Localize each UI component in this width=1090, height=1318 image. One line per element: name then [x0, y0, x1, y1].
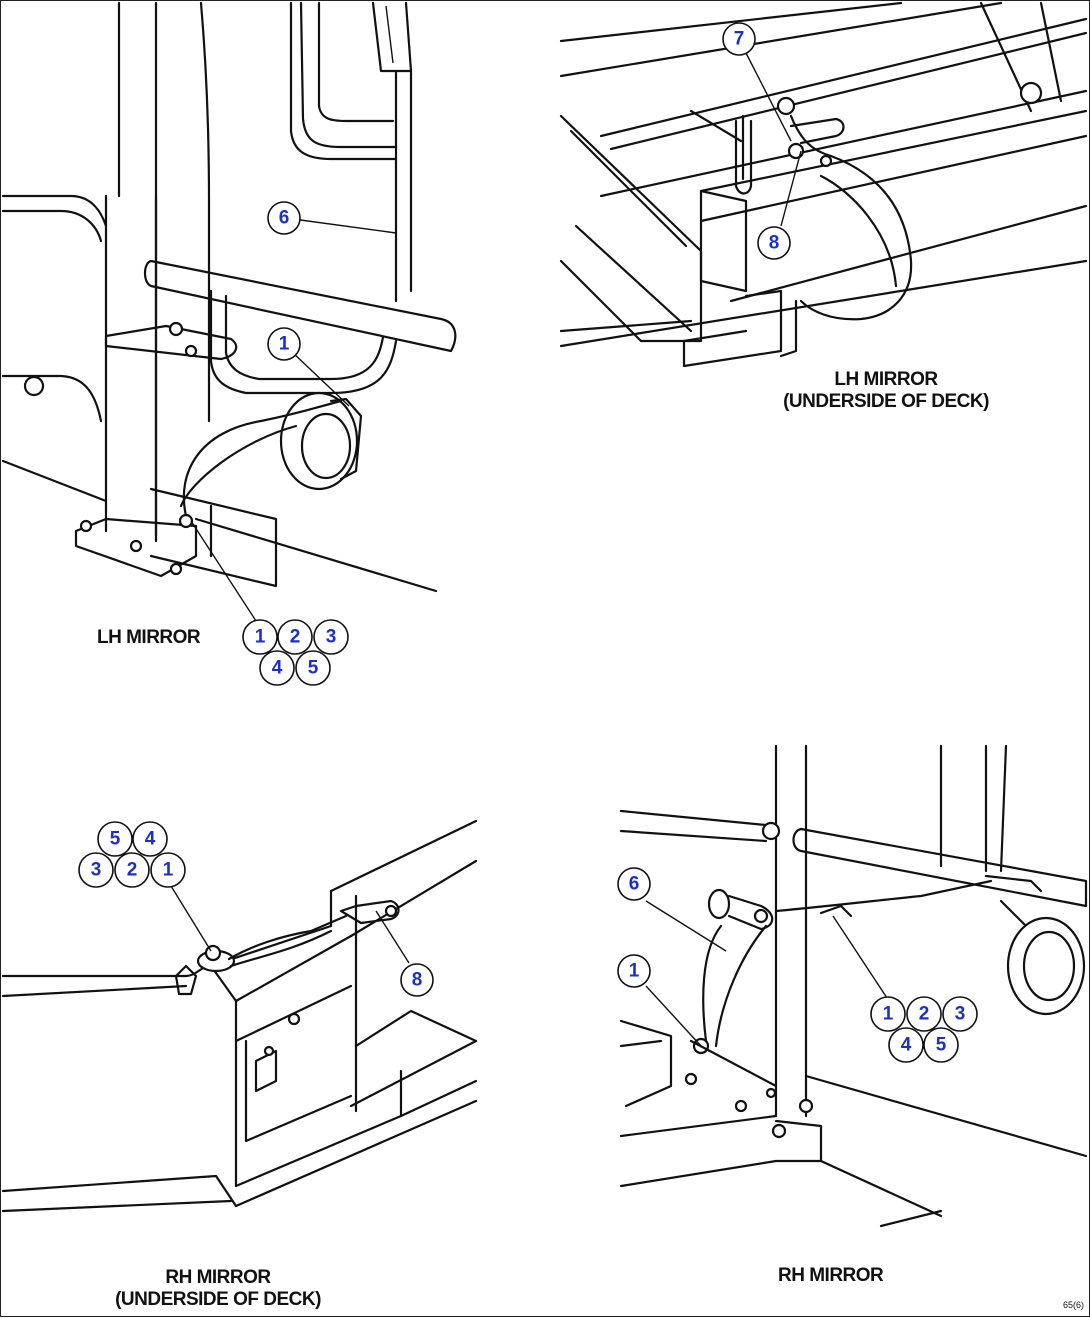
svg-text:5: 5: [308, 658, 319, 679]
svg-text:8: 8: [769, 233, 780, 254]
figure-reference: 65(6): [1063, 1300, 1085, 1310]
svg-text:6: 6: [629, 874, 640, 895]
callout-rh-underside-group-3: 3: [78, 852, 114, 888]
svg-text:5: 5: [110, 829, 121, 850]
callout-lh-group-4: 4: [259, 650, 295, 686]
rh-underside-view: [1, 819, 478, 1213]
svg-text:4: 4: [901, 1035, 912, 1056]
svg-text:2: 2: [127, 860, 138, 881]
callout-lh-group-2: 2: [277, 619, 313, 655]
svg-text:6: 6: [279, 208, 290, 229]
lh-underside-view: [559, 1, 1088, 368]
callout-group-rh: 1 2 3 4 5: [870, 996, 978, 1063]
callout-rh-underside-8: 8: [400, 963, 434, 997]
caption-rh-underside-line1: RH MIRROR: [165, 1267, 271, 1288]
svg-text:1: 1: [629, 961, 640, 982]
svg-text:3: 3: [326, 627, 337, 648]
callout-lh-underside-7: 7: [722, 22, 756, 56]
callout-group-rh-underside: 5 4 3 2 1: [78, 821, 186, 888]
callout-rh-6: 6: [617, 867, 651, 901]
callout-rh-underside-group-5: 5: [97, 821, 133, 857]
callout-lh-underside-8: 8: [757, 226, 791, 260]
callout-rh-group-2: 2: [906, 996, 942, 1032]
svg-text:7: 7: [734, 29, 745, 50]
callout-lh-group-1: 1: [242, 619, 278, 655]
callout-rh-group-1: 1: [870, 996, 906, 1032]
callout-rh-underside-group-2: 2: [114, 852, 150, 888]
svg-text:3: 3: [955, 1004, 966, 1025]
svg-text:1: 1: [883, 1004, 894, 1025]
caption-rh-mirror: RH MIRROR: [778, 1265, 884, 1286]
svg-text:8: 8: [412, 970, 423, 991]
rh-mirror-view: [619, 744, 1088, 1228]
callout-rh-underside-group-1: 1: [150, 852, 186, 888]
caption-lh-mirror: LH MIRROR: [97, 627, 201, 648]
caption-rh-underside-line2: (UNDERSIDE OF DECK): [115, 1289, 321, 1310]
callout-rh-group-3: 3: [942, 996, 978, 1032]
callout-rh-group-4: 4: [888, 1027, 924, 1063]
leader-lines: [170, 52, 890, 1047]
callout-lh-group-5: 5: [295, 650, 331, 686]
svg-text:2: 2: [290, 627, 301, 648]
callout-rh-group-5: 5: [923, 1027, 959, 1063]
svg-text:1: 1: [163, 860, 174, 881]
callout-lh-1: 1: [267, 327, 301, 361]
lh-mirror-view: [1, 1, 457, 593]
svg-text:4: 4: [145, 829, 156, 850]
callout-group-lh: 1 2 3 4 5: [242, 619, 349, 686]
caption-rh-underside: RH MIRROR (UNDERSIDE OF DECK): [93, 1267, 343, 1311]
callout-rh-1: 1: [617, 954, 651, 988]
callout-lh-6: 6: [267, 201, 301, 235]
caption-lh-underside-line1: LH MIRROR: [834, 369, 938, 390]
caption-lh-underside-line2: (UNDERSIDE OF DECK): [783, 391, 989, 412]
callout-lh-group-3: 3: [313, 619, 349, 655]
svg-text:3: 3: [91, 860, 102, 881]
callout-rh-underside-group-4: 4: [132, 821, 168, 857]
svg-text:4: 4: [272, 658, 283, 679]
svg-text:2: 2: [919, 1004, 930, 1025]
svg-text:5: 5: [936, 1035, 947, 1056]
caption-lh-underside: LH MIRROR (UNDERSIDE OF DECK): [761, 369, 1011, 413]
svg-text:1: 1: [255, 627, 266, 648]
svg-text:1: 1: [279, 334, 290, 355]
